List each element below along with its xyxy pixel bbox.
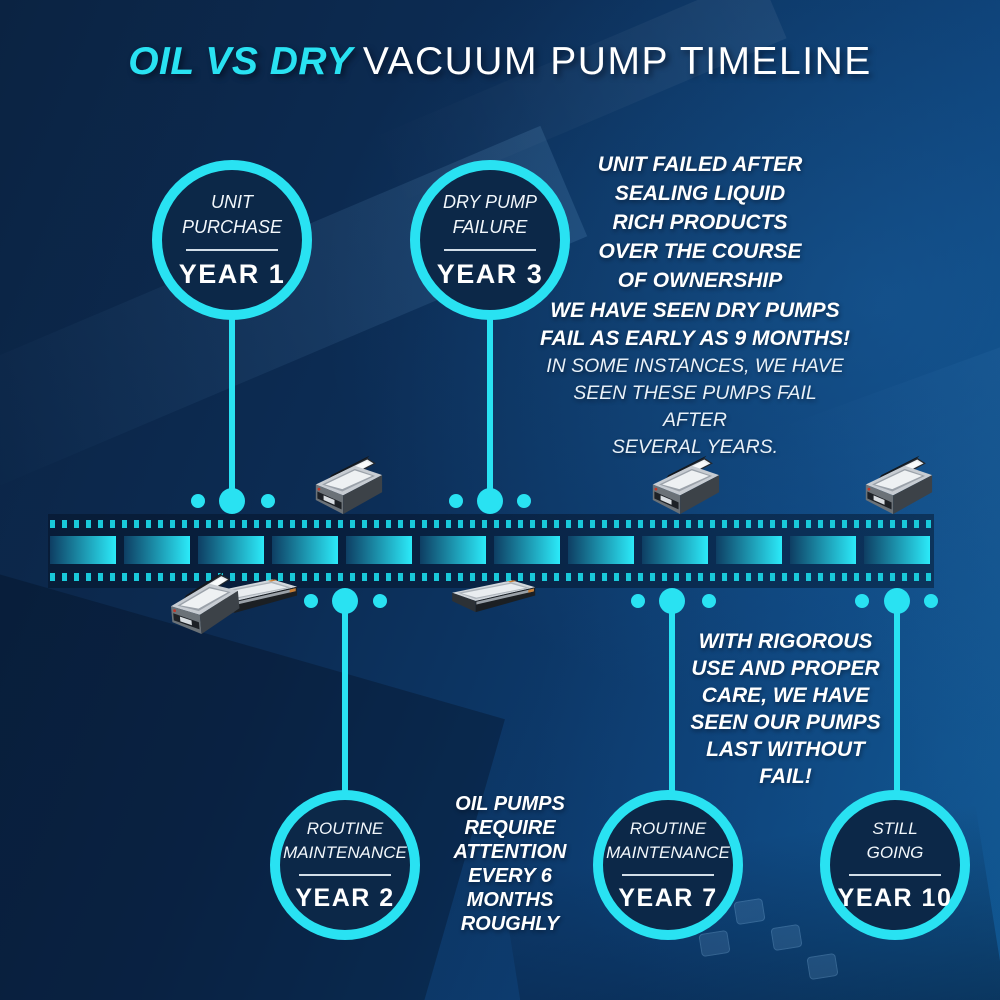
- timeline-dot: [261, 494, 275, 508]
- chamber-vacuum-sealer-icon: [168, 570, 242, 637]
- milestone-year: YEAR 2: [295, 883, 395, 912]
- timeline-dot: [191, 494, 205, 508]
- timeline-dot-year1: [219, 488, 245, 514]
- milestone-divider: [186, 249, 278, 252]
- background-panel-button: [806, 952, 839, 981]
- filmstrip-sprockets-bottom: [50, 573, 932, 581]
- timeline-dot: [304, 594, 318, 608]
- connector-year1: [229, 316, 235, 502]
- note-rigorous-use: WITH RIGOROUS USE AND PROPER CARE, WE HA…: [690, 630, 881, 788]
- milestone-divider: [622, 873, 714, 876]
- milestone-label: UNIT PURCHASE: [181, 191, 283, 237]
- milestone-year: YEAR 10: [837, 883, 953, 912]
- timeline-dot: [855, 594, 869, 608]
- connector-year7: [669, 600, 675, 798]
- note-dry-pumps-bold: WE HAVE SEEN DRY PUMPS FAIL AS EARLY AS …: [540, 299, 850, 350]
- filmstrip-timeline: [48, 514, 934, 588]
- timeline-dot: [924, 594, 938, 608]
- milestone-divider: [849, 873, 941, 876]
- milestone-circle-year10: STILL GOING YEAR 10: [820, 790, 970, 940]
- connector-year2: [342, 600, 348, 798]
- title-rest: VACUUM PUMP TIMELINE: [362, 40, 872, 83]
- milestone-divider: [299, 873, 391, 876]
- milestone-divider: [444, 249, 536, 252]
- timeline-dot: [517, 494, 531, 508]
- connector-year10: [894, 600, 900, 798]
- milestone-label: ROUTINE MAINTENANCE: [283, 819, 407, 862]
- background-panel-button: [733, 897, 766, 926]
- background-panel-button: [698, 929, 731, 958]
- connector-year3: [487, 316, 493, 502]
- timeline-dot: [631, 594, 645, 608]
- filmstrip-sprockets-top: [50, 520, 932, 528]
- timeline-dot: [702, 594, 716, 608]
- milestone-year: YEAR 3: [436, 259, 544, 290]
- chamber-vacuum-sealer-icon: [865, 455, 933, 515]
- timeline-dot: [373, 594, 387, 608]
- timeline-dot-year10: [884, 588, 910, 614]
- timeline-dot-year2: [332, 588, 358, 614]
- timeline-dot: [449, 494, 463, 508]
- note-dry-pumps-light: IN SOME INSTANCES, WE HAVE SEEN THESE PU…: [546, 355, 844, 458]
- milestone-label: STILL GOING: [866, 819, 924, 862]
- timeline-dot-year3: [477, 488, 503, 514]
- timeline-dot-year7: [659, 588, 685, 614]
- chamber-vacuum-sealer-icon: [315, 455, 383, 515]
- chamber-vacuum-sealer-icon: [652, 455, 720, 515]
- title-highlight: OIL VS DRY: [128, 40, 353, 83]
- milestone-circle-year1: UNIT PURCHASE YEAR 1: [152, 160, 312, 320]
- note-unit-failed: UNIT FAILED AFTER SEALING LIQUID RICH PR…: [597, 153, 803, 292]
- milestone-label: DRY PUMP FAILURE: [442, 191, 538, 237]
- note-oil-pumps: OIL PUMPS REQUIRE ATTENTION EVERY 6 MONT…: [453, 793, 567, 935]
- milestone-year: YEAR 1: [178, 259, 286, 290]
- filmstrip-frames: [50, 536, 932, 564]
- milestone-year: YEAR 7: [618, 883, 718, 912]
- background-panel-button: [770, 923, 803, 952]
- milestone-circle-year7: ROUTINE MAINTENANCE YEAR 7: [593, 790, 743, 940]
- milestone-label: ROUTINE MAINTENANCE: [606, 819, 730, 862]
- milestone-circle-year2: ROUTINE MAINTENANCE YEAR 2: [270, 790, 420, 940]
- flat-vacuum-sealer-icon: [452, 580, 536, 613]
- milestone-circle-year3: DRY PUMP FAILURE YEAR 3: [410, 160, 570, 320]
